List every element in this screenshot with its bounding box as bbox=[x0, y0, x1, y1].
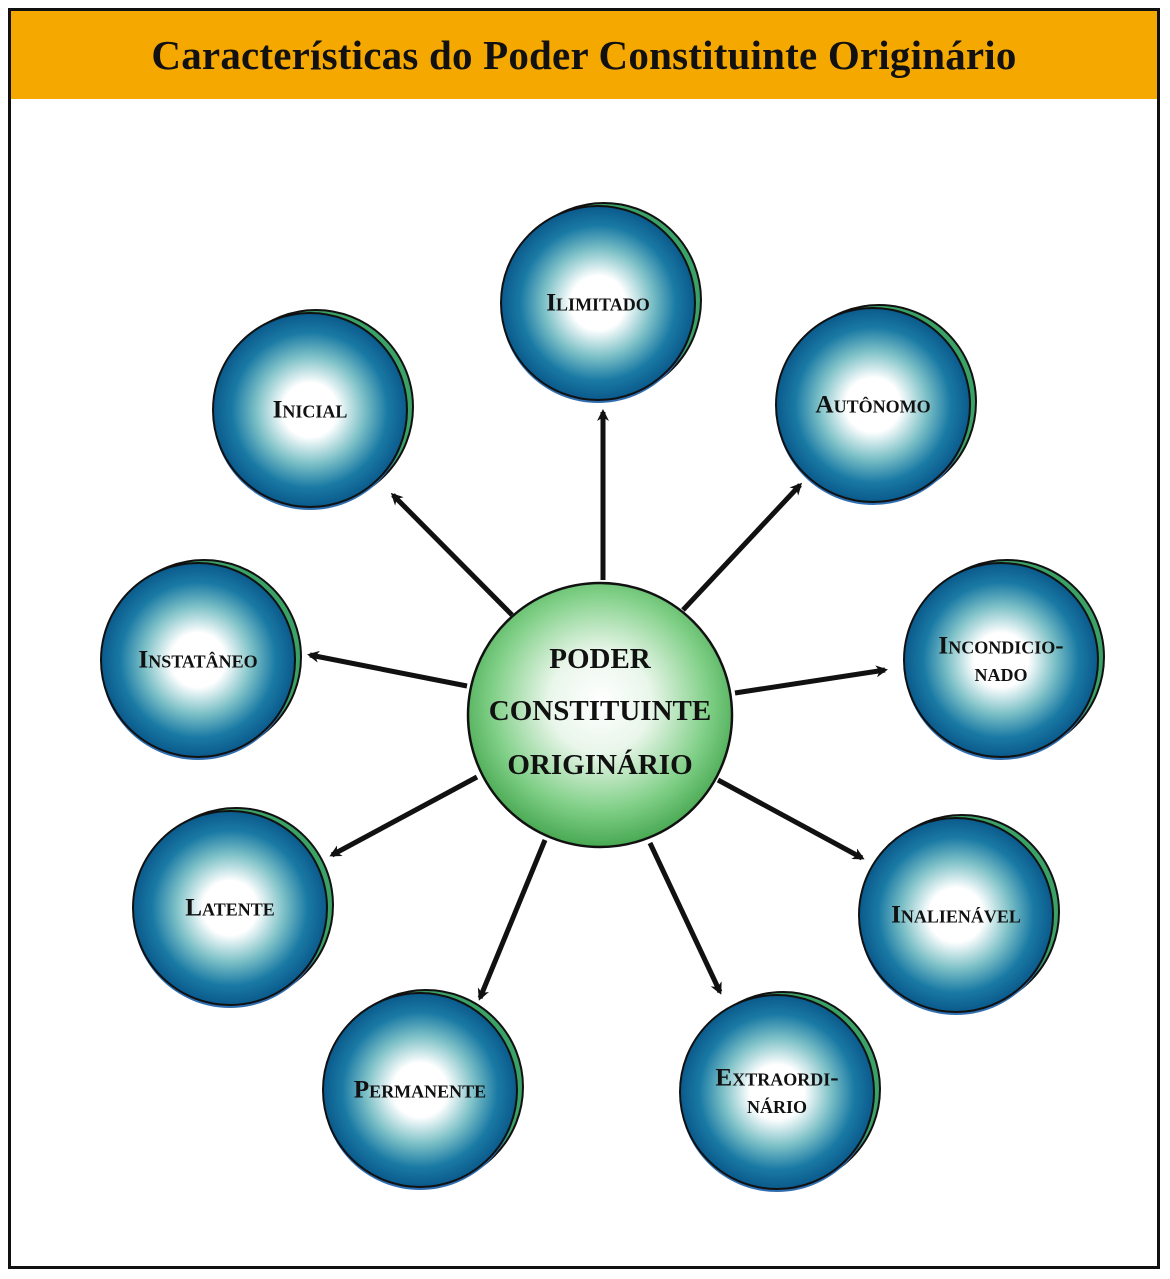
center-label-line-3: ORIGINÁRIO bbox=[507, 748, 692, 781]
node-circle bbox=[679, 994, 875, 1190]
node-label-extraordinario-1: Extraordi- bbox=[715, 1065, 838, 1092]
node-circle bbox=[500, 205, 696, 401]
node-label-instataneo-1: Instatâneo bbox=[138, 646, 257, 673]
node-circle bbox=[212, 312, 408, 508]
node-inalienavel: Inalienável bbox=[858, 814, 1060, 1015]
node-label-latente-1: Latente bbox=[185, 894, 275, 921]
node-autonomo: Autônomo bbox=[775, 304, 977, 505]
arrow-to-inalienavel bbox=[716, 777, 865, 861]
node-inicial: Inicial bbox=[212, 309, 414, 510]
node-label-incondicionado-2: nado bbox=[975, 660, 1028, 687]
node-circle bbox=[132, 810, 328, 1006]
node-label-permanente-1: Permanente bbox=[354, 1076, 486, 1103]
arrow-to-extraordinario bbox=[647, 841, 723, 995]
node-label-inicial-1: Inicial bbox=[273, 396, 348, 423]
center-label-line-1: PODER bbox=[549, 643, 652, 675]
node-incondicionado: Incondicio-nado bbox=[903, 559, 1105, 760]
center-node: PODER CONSTITUINTE ORIGINÁRIO bbox=[466, 581, 734, 849]
node-extraordinario: Extraordi-nário bbox=[679, 991, 881, 1192]
node-label-inalienavel-1: Inalienável bbox=[891, 901, 1021, 928]
node-latente: Latente bbox=[132, 807, 334, 1008]
title-bar: Características do Poder Constituinte Or… bbox=[11, 11, 1157, 99]
node-label-ilimitado-1: Ilimitado bbox=[546, 289, 649, 316]
node-circle bbox=[775, 307, 971, 503]
node-permanente: Permanente bbox=[322, 989, 524, 1190]
arrow-to-latente bbox=[329, 774, 479, 858]
node-label-autonomo-1: Autônomo bbox=[815, 391, 930, 418]
arrow-to-instataneo bbox=[307, 650, 468, 689]
node-label-incondicionado-1: Incondicio- bbox=[938, 633, 1063, 660]
arrow-to-permanente bbox=[477, 839, 548, 1001]
node-circle bbox=[903, 562, 1099, 758]
arrow-to-autonomo bbox=[681, 482, 803, 612]
node-circle bbox=[858, 817, 1054, 1013]
node-circle bbox=[100, 562, 296, 758]
node-ilimitado: Ilimitado bbox=[500, 202, 702, 403]
arrow-to-inicial bbox=[390, 492, 514, 617]
node-circle bbox=[322, 992, 518, 1188]
arrow-to-incondicionado bbox=[734, 665, 888, 696]
page-title: Características do Poder Constituinte Or… bbox=[151, 32, 1017, 78]
node-instataneo: Instatâneo bbox=[100, 559, 302, 760]
node-label-extraordinario-2: nário bbox=[747, 1092, 807, 1119]
center-label-line-2: CONSTITUINTE bbox=[489, 695, 711, 727]
